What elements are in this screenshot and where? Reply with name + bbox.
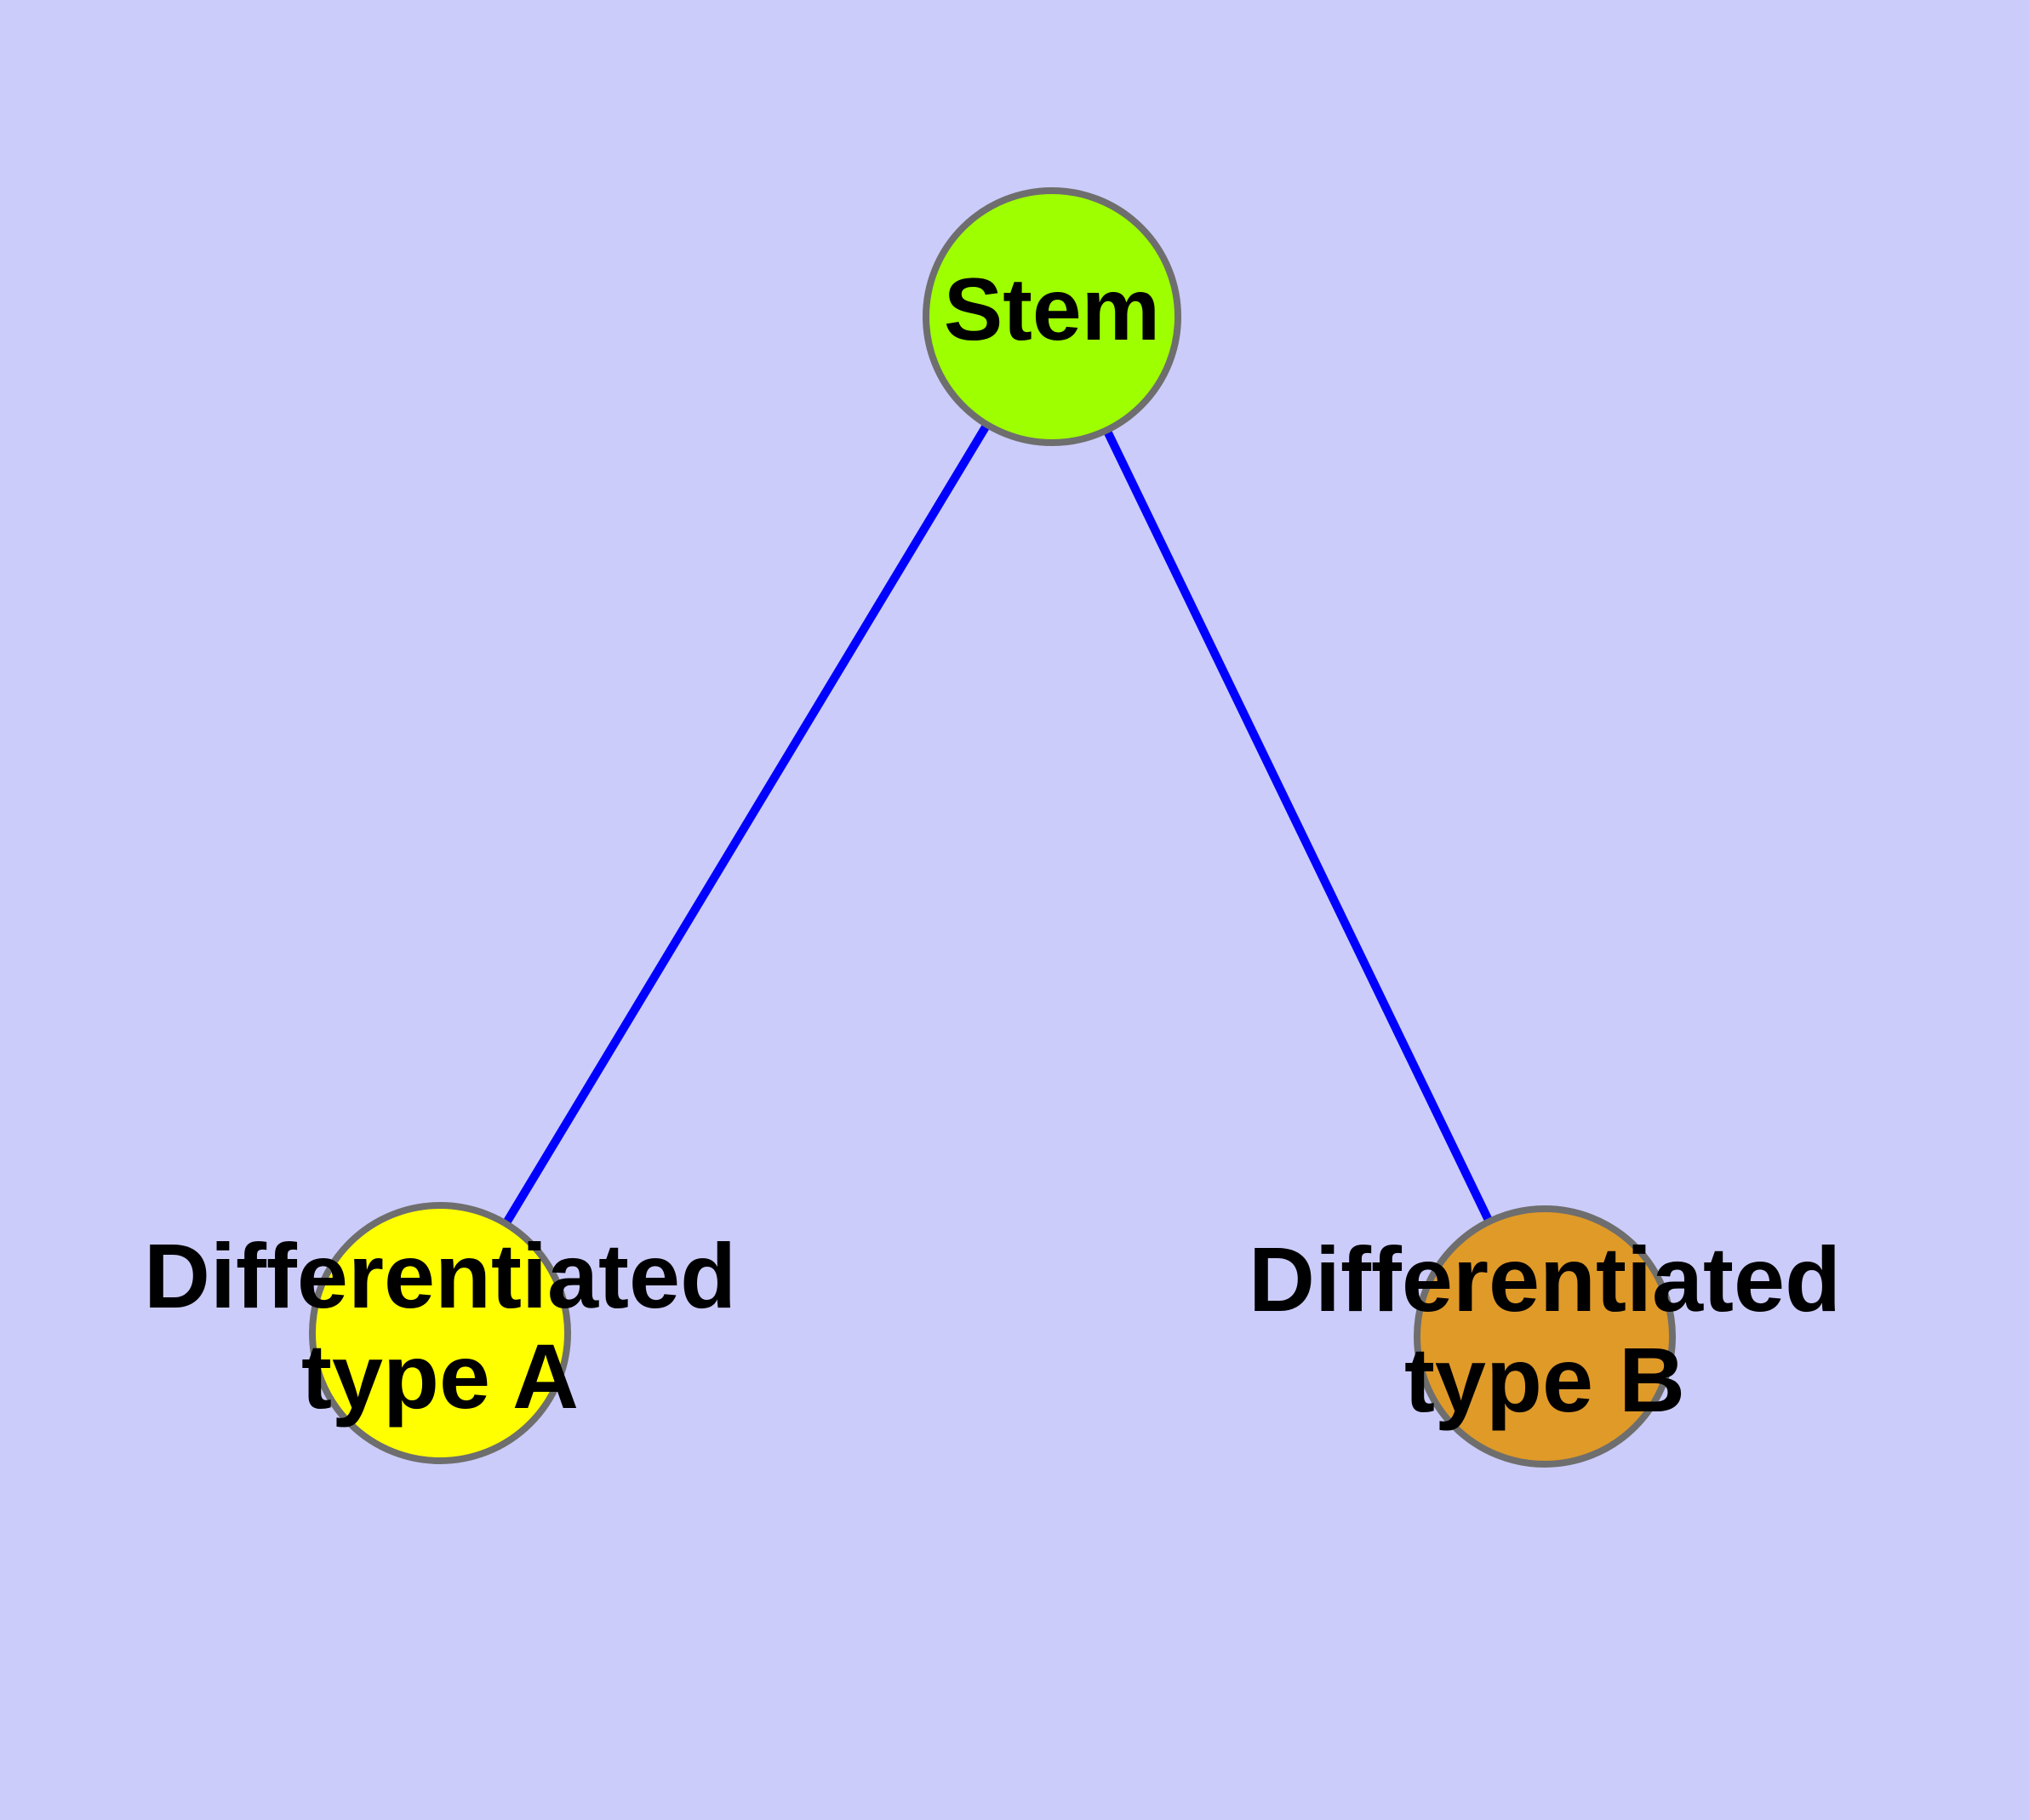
node-label-line: Differentiated — [144, 1224, 736, 1327]
node-label-line: type B — [1404, 1328, 1685, 1431]
node-label-line: type A — [301, 1325, 579, 1428]
edge-stem-to-a — [500, 419, 992, 1229]
node-stem[interactable]: Stem — [923, 187, 1181, 446]
edge-stem-to-b — [1101, 425, 1495, 1227]
node-label-line: Stem — [944, 260, 1160, 359]
edge-layer — [500, 419, 1495, 1229]
node-label-stem: Stem — [944, 260, 1160, 359]
node-circle-stem[interactable] — [923, 187, 1181, 446]
node-circle-diff_a[interactable] — [309, 1202, 571, 1464]
node-label-line: Differentiated — [1249, 1228, 1841, 1331]
node-circle-diff_b[interactable] — [1414, 1205, 1676, 1468]
